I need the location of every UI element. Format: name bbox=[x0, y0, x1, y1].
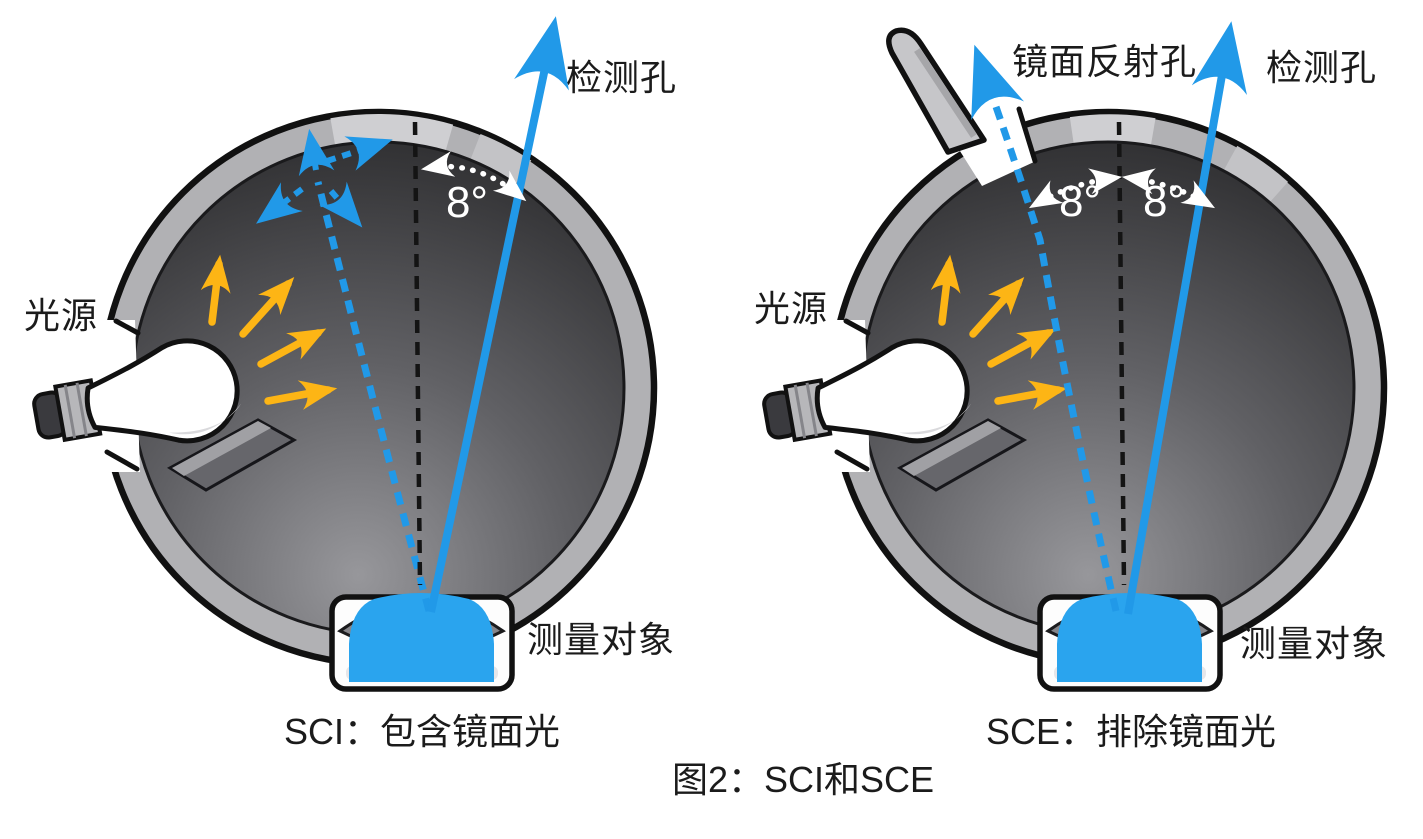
sce-sphere bbox=[762, 21, 1388, 692]
sci-baffle bbox=[167, 418, 298, 492]
yellow-ray-arrow bbox=[200, 254, 231, 326]
yellow-ray-arrow bbox=[987, 328, 1057, 368]
sce-light-bulb bbox=[762, 338, 972, 444]
sci-diffuse-ray-arrows bbox=[200, 254, 338, 410]
sce-baffle bbox=[897, 418, 1028, 492]
sce-diffuse-ray-arrows bbox=[930, 254, 1068, 410]
sce-specular-port-flap bbox=[886, 27, 987, 155]
sce-sample bbox=[1057, 593, 1202, 682]
scatter-arrow-down-left bbox=[256, 182, 304, 224]
bulb-glass bbox=[84, 338, 240, 444]
sci-baffle-highlight bbox=[172, 421, 271, 476]
sci-normal-line bbox=[412, 121, 423, 586]
sci-specular-beam-dashed bbox=[314, 181, 433, 612]
sci-detector-label: 检测孔 bbox=[566, 57, 678, 98]
sci-sample bbox=[349, 593, 494, 682]
sci-sphere bbox=[32, 16, 658, 692]
sci-angle-arc bbox=[420, 151, 527, 202]
scatter-arrow-down-right bbox=[319, 181, 363, 228]
figure-caption: 图2：SCI和SCE bbox=[672, 759, 935, 800]
sce-detector-port-rim bbox=[1069, 114, 1156, 148]
sce-angle-left-label: 8° bbox=[1058, 177, 1102, 226]
sce-specular-beam-escaping bbox=[971, 44, 1120, 612]
yellow-ray-arrow bbox=[239, 277, 295, 338]
sce-baffle-highlight bbox=[902, 421, 1001, 476]
sce-light-source-label: 光源 bbox=[754, 288, 829, 329]
sce-specular-port-label: 镜面反射孔 bbox=[1012, 41, 1198, 82]
sci-light-source-label: 光源 bbox=[24, 295, 99, 336]
yellow-ray-arrow bbox=[969, 277, 1025, 338]
sce-angle-arc-left bbox=[1028, 168, 1123, 209]
sce-lamp-port-edges bbox=[834, 318, 871, 472]
sci-sample-label: 测量对象 bbox=[527, 619, 676, 660]
sci-specular-scatter-arrows bbox=[256, 128, 393, 228]
sce-flap-shading bbox=[914, 48, 977, 138]
bulb-socket-threads bbox=[63, 382, 88, 439]
sci-angle-label: 8° bbox=[445, 178, 489, 227]
bulb-socket-threads bbox=[793, 382, 818, 439]
sce-sample-label: 测量对象 bbox=[1240, 623, 1389, 664]
sce-detector-label: 检测孔 bbox=[1266, 47, 1378, 88]
yellow-ray-arrow bbox=[257, 328, 327, 368]
yellow-ray-arrow bbox=[994, 380, 1068, 410]
sci-detector-port-rim bbox=[330, 114, 454, 154]
sce-detection-beam bbox=[1124, 21, 1247, 615]
sce-caption: SCE：排除镜面光 bbox=[986, 711, 1277, 752]
yellow-ray-arrow bbox=[264, 380, 338, 410]
scatter-arrow-right bbox=[326, 136, 393, 171]
sce-angle-right-label: 8° bbox=[1142, 177, 1186, 226]
sci-lamp-port-edges bbox=[104, 318, 141, 472]
sci-light-bulb bbox=[32, 338, 242, 444]
bulb-glass bbox=[814, 338, 970, 444]
sci-caption: SCI：包含镜面光 bbox=[284, 711, 561, 752]
sce-angle-arc-right bbox=[1121, 168, 1216, 209]
yellow-ray-arrow bbox=[930, 254, 961, 326]
scatter-arrow-up bbox=[298, 128, 335, 177]
sci-detection-beam bbox=[427, 16, 569, 613]
sce-rim-highlight bbox=[1222, 145, 1289, 205]
sce-specular-port-opening bbox=[953, 110, 1034, 186]
